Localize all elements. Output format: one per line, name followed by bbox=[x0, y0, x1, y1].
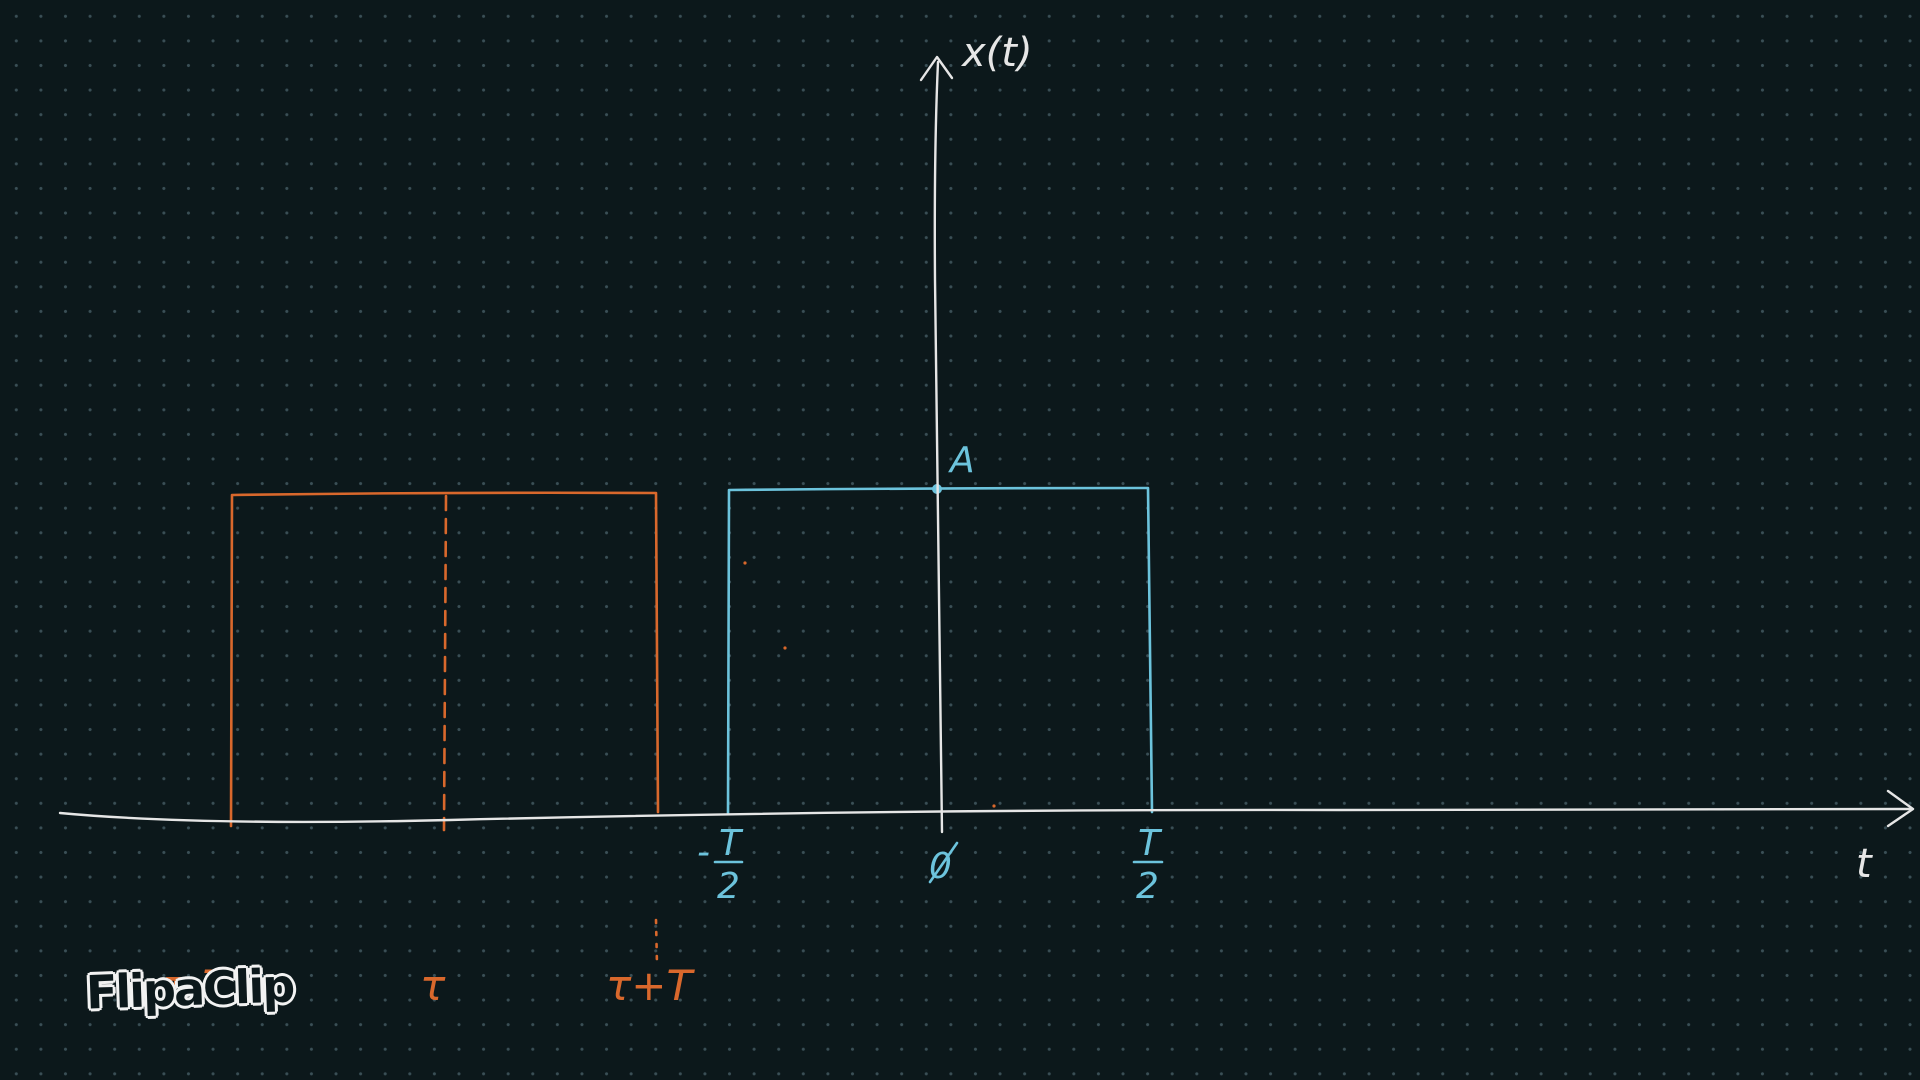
orange-right-tick-label: τ+T bbox=[606, 961, 695, 1010]
amplitude-axis-arrowhead bbox=[919, 55, 954, 82]
flipaclip-logo: FlipaClip bbox=[84, 957, 295, 1020]
orange-pulse-right-dotted bbox=[654, 918, 659, 967]
orange-pulse-center-dashed bbox=[442, 494, 448, 832]
left-tick-denominator: 2 bbox=[717, 866, 740, 907]
time-axis bbox=[58, 807, 1912, 824]
orange-speck bbox=[783, 646, 787, 650]
orange-speck bbox=[743, 561, 747, 565]
orange-pulse bbox=[229, 491, 996, 967]
orange-speck bbox=[992, 804, 996, 808]
orange-pulse-outline bbox=[229, 491, 660, 828]
orange-left-tick-label: τ-T bbox=[162, 961, 231, 1010]
right-tick-numerator: T bbox=[1138, 823, 1163, 864]
left-tick-sign: - bbox=[697, 832, 710, 873]
amplitude-axis bbox=[933, 60, 944, 834]
zero-slash bbox=[928, 841, 959, 884]
time-axis-arrowhead bbox=[1886, 789, 1915, 828]
right-tick-denominator: 2 bbox=[1136, 866, 1159, 907]
y-axis-label: x(t) bbox=[960, 30, 1033, 76]
left-tick-numerator: T bbox=[719, 823, 744, 864]
center-tick-label: 0 bbox=[929, 846, 952, 887]
axes bbox=[58, 55, 1915, 834]
x-axis-label: t bbox=[1856, 841, 1873, 887]
amplitude-label: A bbox=[948, 440, 975, 481]
orange-center-tick-label: τ bbox=[420, 961, 446, 1010]
